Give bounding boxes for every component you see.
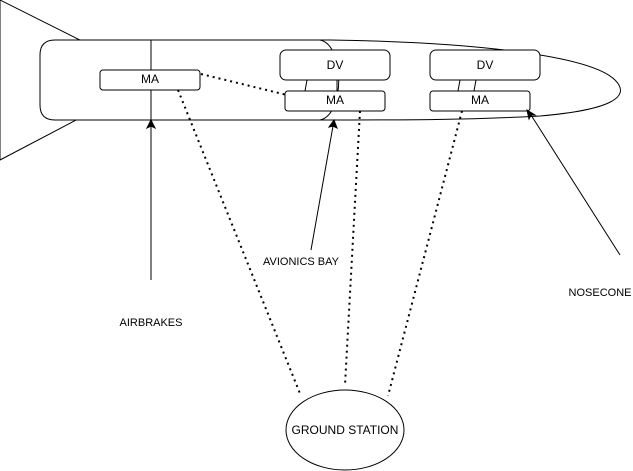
connector-avionics-dv-ma-left bbox=[304, 79, 308, 92]
dv-box-nosecone bbox=[429, 49, 541, 81]
airbrakes-arrowhead bbox=[145, 118, 157, 130]
dv-box-avionics bbox=[279, 49, 391, 81]
nosecone-pointer-line bbox=[530, 114, 621, 256]
nosecone-arrowhead bbox=[526, 108, 537, 121]
avionics-pointer-line bbox=[310, 125, 334, 251]
ma-box-avionics bbox=[284, 90, 386, 112]
avionics-bay-label: AVIONICS BAY bbox=[263, 256, 340, 268]
ma-avionics-label: MA bbox=[326, 93, 344, 107]
ma-box-nosecone bbox=[429, 90, 531, 112]
ma-airbrakes-label: MA bbox=[141, 72, 159, 86]
airbrakes-label: AIRBRAKES bbox=[120, 317, 183, 329]
link-avionics-ma-to-ground bbox=[344, 110, 361, 386]
nosecone-label: NOSECONE bbox=[569, 287, 632, 299]
ground-station-label: GROUND STATION bbox=[292, 423, 399, 437]
ma-nosecone-label: MA bbox=[471, 93, 489, 107]
connector-nosecone-dv-ma-left bbox=[457, 79, 461, 92]
dv-avionics-label: DV bbox=[327, 58, 344, 72]
avionics-arrowhead bbox=[327, 118, 338, 130]
link-airbrakes-ma-to-ground bbox=[177, 89, 302, 397]
dv-nosecone-label: DV bbox=[477, 58, 494, 72]
ma-box-airbrakes bbox=[99, 69, 201, 91]
link-ma-to-ma bbox=[200, 73, 288, 96]
link-nosecone-ma-to-ground bbox=[387, 110, 463, 397]
ground-station-ellipse bbox=[285, 389, 405, 471]
connector-nosecone-dv-ma-right bbox=[473, 79, 477, 92]
